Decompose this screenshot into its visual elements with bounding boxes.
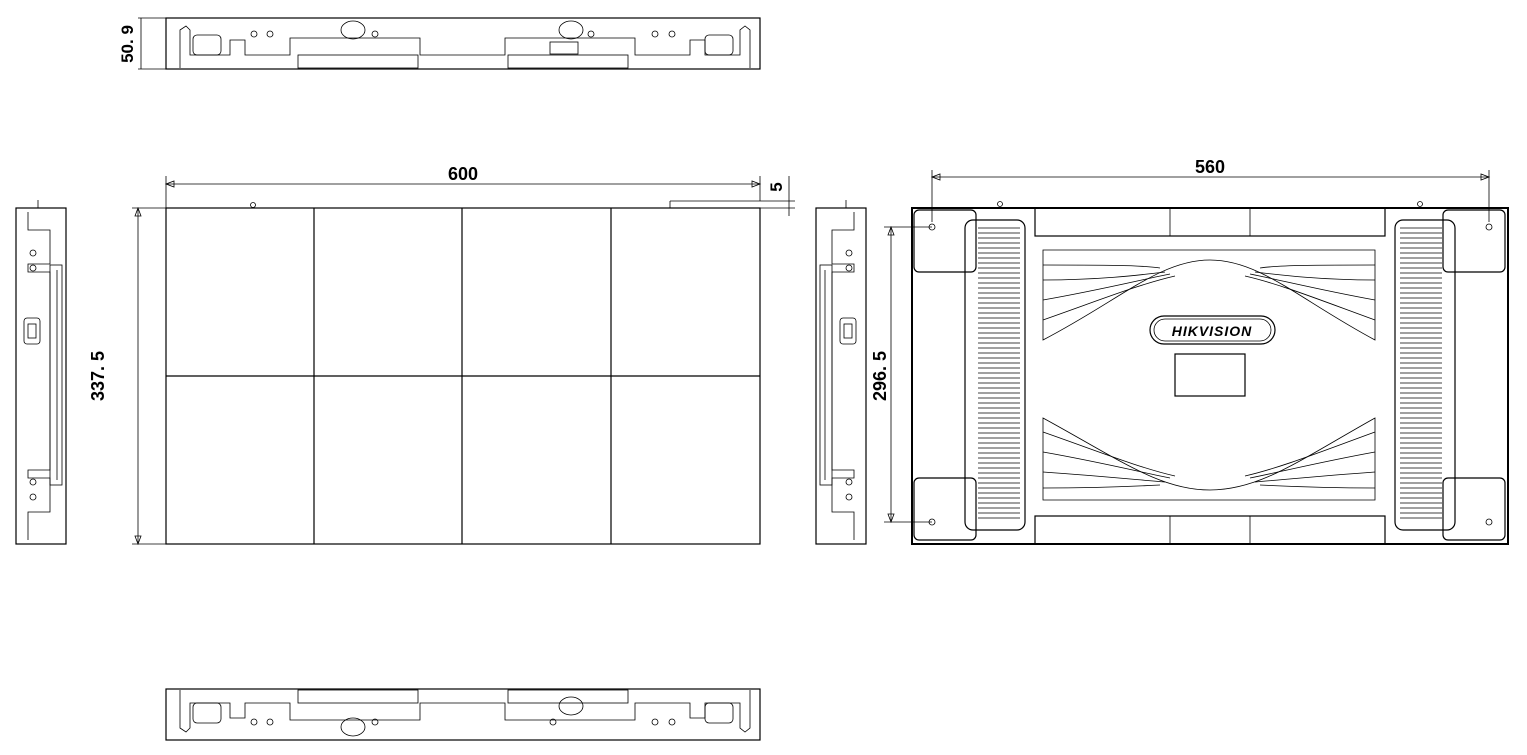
front-height-dimension: 337. 5 — [88, 351, 108, 401]
top-view: 50. 9 — [118, 17, 761, 70]
mount-height-dimension: 296. 5 — [870, 351, 890, 401]
right-heatsink-fins — [1400, 227, 1442, 519]
front-width-dimension: 600 — [448, 164, 478, 184]
right-side-view — [815, 200, 867, 545]
brand-logo: HIKVISION — [1172, 323, 1253, 339]
rear-view: HIKVISION 560 296. 5 — [870, 157, 1509, 545]
mount-width-dimension: 560 — [1195, 157, 1225, 177]
bezel-dimension: 5 — [767, 182, 786, 191]
front-view: 600 5 337. 5 — [88, 164, 795, 546]
depth-dimension: 50. 9 — [118, 25, 137, 63]
bottom-view — [165, 688, 761, 741]
left-side-view — [15, 200, 67, 545]
left-heatsink-fins — [978, 227, 1020, 519]
